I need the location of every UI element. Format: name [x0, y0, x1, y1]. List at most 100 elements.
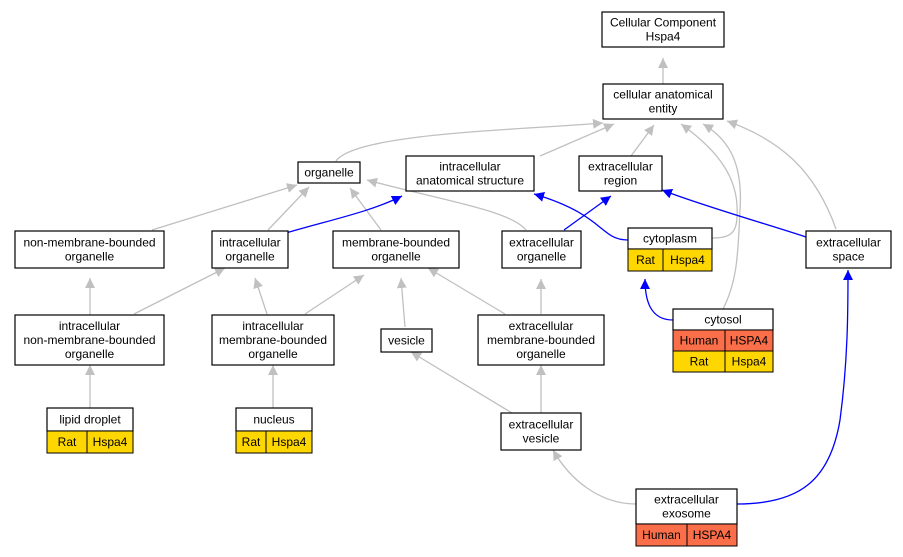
node-box — [477, 314, 605, 366]
node-label-line: extracellular — [509, 236, 574, 250]
node-label-line: lipid droplet — [59, 413, 121, 427]
gene-cell — [724, 350, 774, 373]
node-box — [211, 314, 335, 366]
species-tag-rat: Rat Hspa4 — [235, 430, 313, 454]
node-label-line: cytosol — [704, 313, 741, 327]
edge-ias-to-cae — [539, 123, 615, 157]
gene-cell — [265, 430, 313, 454]
species-tag-human: Human HSPA4 — [635, 523, 738, 547]
edge-cytoplasm-to-cae — [680, 123, 738, 239]
node-box — [405, 155, 535, 192]
species-label: Human — [642, 528, 681, 542]
node-box — [380, 328, 433, 353]
node-label-line: intracellular — [59, 319, 120, 333]
node-box — [211, 230, 289, 269]
node-label-line: organelle — [371, 250, 421, 264]
node-box — [601, 11, 725, 48]
node-label-line: cytoplasm — [643, 232, 697, 246]
node-organelle[interactable]: organelle — [297, 161, 361, 184]
edge-eo-to-organelle — [366, 177, 527, 231]
node-label-line: organelle — [304, 166, 354, 180]
node-box — [332, 230, 460, 269]
node-label-line: extracellular — [588, 160, 653, 174]
node-label-line: Cellular Component — [610, 16, 717, 30]
gene-label: Hspa4 — [670, 253, 705, 267]
gene-label: Hspa4 — [93, 435, 128, 449]
edge-mbo-to-organelle — [349, 187, 382, 231]
node-box — [501, 230, 582, 269]
node-label-line: nucleus — [253, 413, 294, 427]
node-label-line: intracellular — [439, 160, 500, 174]
node-label-line: organelle — [65, 347, 115, 361]
node-label-line: organelle — [248, 347, 298, 361]
node-label-line: region — [604, 174, 637, 188]
edge-nmbo-to-organelle — [151, 183, 298, 231]
edge-exo-to-ev — [552, 449, 637, 505]
species-label: Rat — [690, 355, 709, 369]
node-label-line: Hspa4 — [646, 30, 681, 44]
node-box — [14, 230, 165, 269]
edge-vesicle-to-mbo — [396, 277, 407, 328]
gene-label: Hspa4 — [732, 355, 767, 369]
edge-io-to-ias — [285, 195, 403, 234]
species-label: Rat — [636, 253, 655, 267]
node-label-line: space — [832, 250, 864, 264]
gene-cell — [86, 430, 134, 454]
node-box — [500, 412, 582, 451]
node-label-line: extracellular — [816, 236, 881, 250]
gene-cell — [686, 523, 738, 547]
edge-cytoplasm-to-ias — [533, 192, 629, 241]
node-inmbo[interactable]: intracellularnon-membrane-boundedorganel… — [14, 314, 165, 366]
node-label-line: intracellular — [242, 319, 303, 333]
node-label-line: extracellular — [509, 418, 574, 432]
node-box — [297, 161, 361, 184]
node-label-line: organelle — [65, 250, 115, 264]
node-label-line: extracellular — [509, 319, 574, 333]
edge-es-to-er — [661, 189, 807, 238]
edge-inmbo-to-io — [133, 267, 226, 315]
edge-io-to-organelle — [267, 186, 310, 231]
node-label-line: organelle — [225, 250, 275, 264]
node-vesicle[interactable]: vesicle — [380, 328, 433, 353]
node-label-line: entity — [649, 102, 678, 116]
species-label: Rat — [242, 435, 261, 449]
node-label-line: membrane-bounded — [487, 333, 595, 347]
node-label-line: organelle — [516, 347, 566, 361]
species-label: Human — [680, 334, 719, 348]
species-tag-human: Human HSPA4 — [672, 329, 774, 352]
gene-label: Hspa4 — [272, 435, 307, 449]
node-box — [805, 230, 892, 269]
node-label-line: non-membrane-bounded — [23, 236, 155, 250]
node-label-line: cellular anatomical — [613, 88, 712, 102]
edge-imbo-to-mbo — [304, 274, 365, 315]
gene-label: HSPA4 — [730, 334, 769, 348]
node-label-line: vesicle — [388, 334, 425, 348]
edge-eo-to-er — [563, 195, 612, 231]
edge-cytosol-to-cytoplasm — [640, 278, 674, 321]
node-label-line: organelle — [517, 250, 567, 264]
node-box — [602, 83, 724, 120]
gene-label: HSPA4 — [693, 528, 732, 542]
node-box — [578, 155, 663, 192]
node-box — [14, 314, 165, 366]
